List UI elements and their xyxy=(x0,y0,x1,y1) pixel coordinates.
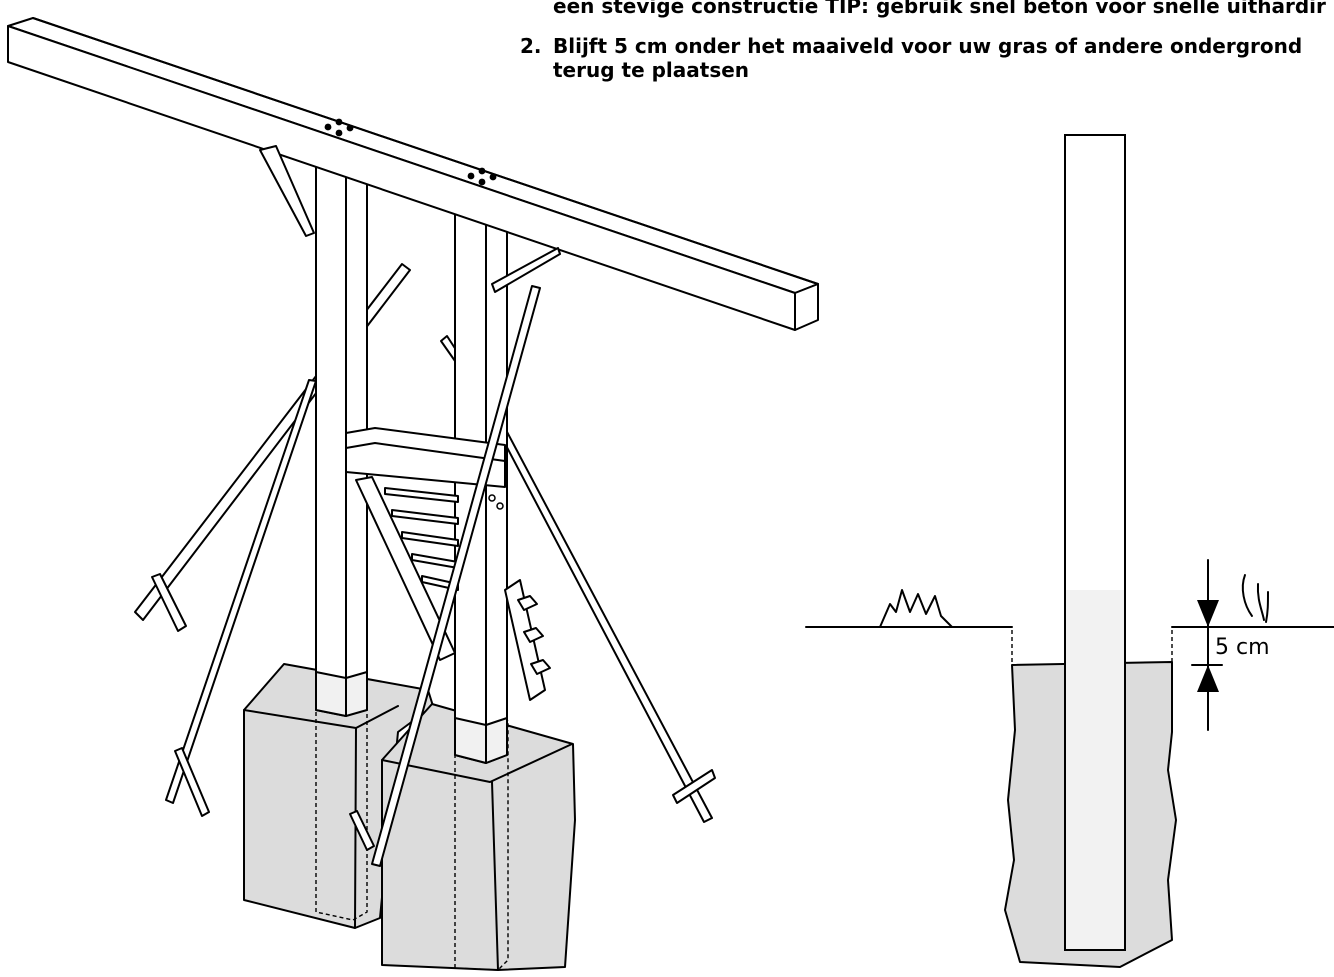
instruction-step-2: 2. Blijft 5 cm onder het maaiveld voor u… xyxy=(520,34,1334,82)
step-number: 2. xyxy=(520,34,542,58)
dimension-5cm: 5 cm xyxy=(1191,559,1270,731)
concrete-foundation-blocks xyxy=(243,663,576,971)
instruction-text-block: een stevige constructie TIP: gebruik sne… xyxy=(520,0,1334,82)
instruction-line-1: een stevige constructie TIP: gebruik sne… xyxy=(553,0,1326,18)
cross-section-detail: 5 cm xyxy=(805,134,1334,968)
top-beam xyxy=(7,17,819,331)
dimension-label: 5 cm xyxy=(1215,635,1270,660)
bolt-group-right xyxy=(467,167,497,186)
front-support-braces xyxy=(349,285,541,867)
ladder xyxy=(345,427,551,701)
post-cross-section xyxy=(1064,134,1126,951)
wooden-posts xyxy=(315,161,508,764)
bolt-group-left xyxy=(324,118,354,137)
step-text: Blijft 5 cm onder het maaiveld voor uw g… xyxy=(553,34,1303,82)
swing-frame-illustration xyxy=(7,17,819,971)
grass-tufts xyxy=(879,574,1269,628)
